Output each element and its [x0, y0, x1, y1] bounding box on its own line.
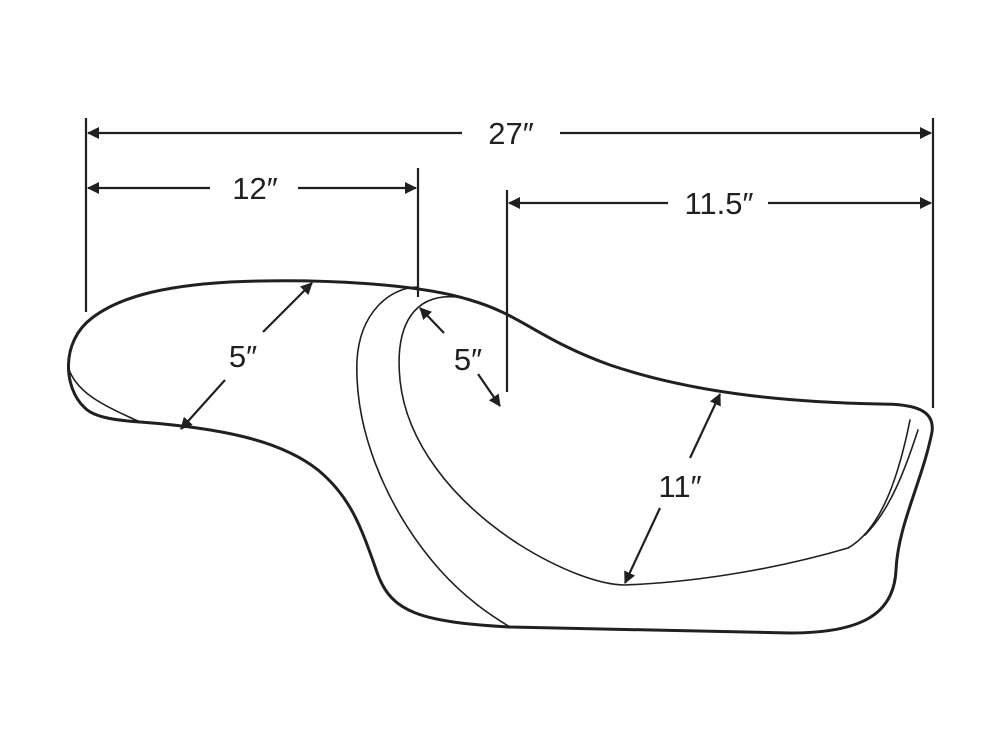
dimension-label-rear-length: 12″: [232, 171, 277, 206]
front-seam: [864, 429, 919, 536]
seat-outline: [67, 279, 934, 635]
dimension-label-front-width: 11″: [658, 469, 701, 504]
dimension-line-front-width-lower: [624, 507, 661, 584]
rear-seam: [67, 366, 141, 423]
dimension-label-rear-width: 5″: [229, 339, 257, 374]
rider-seat-outer-seam: [356, 286, 511, 628]
dimension-line-backrest-lower: [477, 373, 501, 407]
dimension-line-rear-width-lower: [180, 379, 226, 430]
dimension-label-backrest-depth: 5″: [454, 342, 482, 377]
dimension-line-backrest-upper: [419, 307, 445, 334]
dimension-line-front-width-upper: [689, 393, 721, 459]
dimension-label-overall-length: 27″: [488, 116, 533, 151]
rider-seat-inner-seam: [398, 296, 911, 586]
dimension-line-rear-width-upper: [262, 282, 313, 333]
dimension-label-front-length: 11.5″: [684, 186, 753, 221]
